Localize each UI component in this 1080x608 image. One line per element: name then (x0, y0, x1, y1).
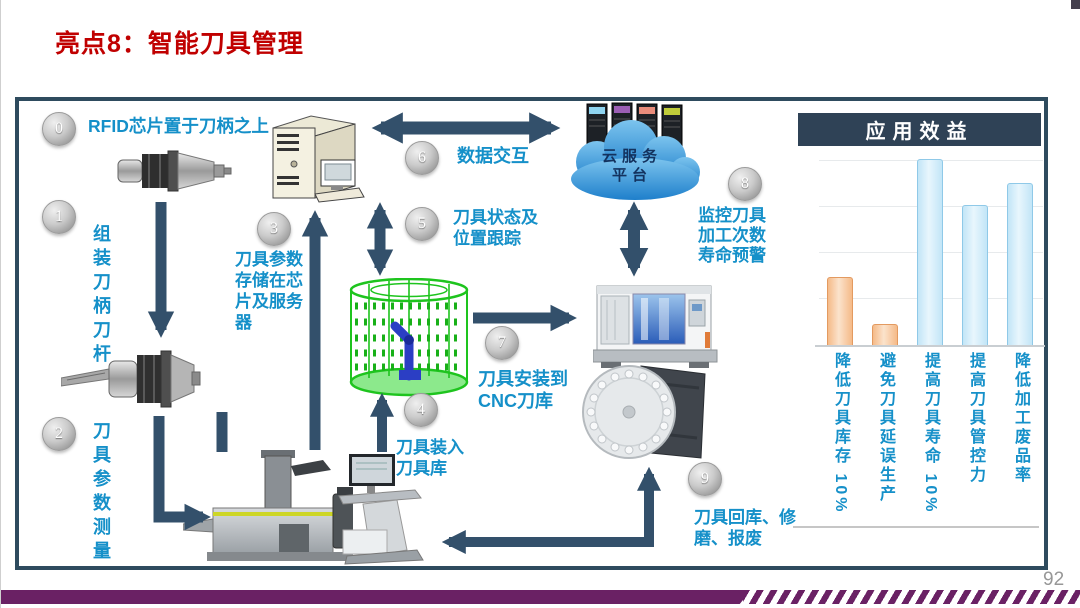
step-label-8: 监控刀具 加工次数 寿命预警 (698, 206, 766, 265)
chart-baseline (815, 345, 1045, 347)
tool-holder-drill-image (61, 340, 201, 420)
tool-magazine-image (347, 278, 471, 400)
step-number: 9 (701, 470, 709, 487)
step-number: 7 (498, 334, 506, 351)
step-circle-7: 7 (485, 326, 519, 360)
chart-category-labels: 降低刀具库存 10% 避免刀具延误生产 提高刀具寿命 10% 提高刀具管控力 降… (811, 352, 1043, 530)
chart-bar (917, 159, 943, 345)
step-label-9: 刀具回库、修 磨、报废 (694, 508, 796, 548)
cloud-platform-image (557, 100, 707, 202)
chart-category: 避免刀具延误生产 (877, 352, 894, 504)
step-circle-1: 1 (42, 200, 76, 234)
page-number: 92 (1043, 569, 1065, 590)
tool-presetter-image (183, 448, 353, 564)
chart-category: 降低刀具库存 10% (832, 352, 849, 515)
cloud-platform-label: 云服务 平台 (601, 148, 662, 184)
tool-disc-image (581, 362, 711, 464)
step-label-3: 刀具参数 存储在芯 片及服务 器 (235, 250, 303, 332)
step-number: 2 (55, 425, 63, 442)
chart-bar (872, 324, 898, 345)
step-label-7: 刀具安装到 CNC刀库 (478, 369, 568, 411)
step-number: 0 (55, 120, 63, 137)
step-label-0: RFID芯片置于刀柄之上 (88, 116, 269, 136)
step-label-6: 数据交互 (457, 146, 529, 166)
step-number: 8 (741, 175, 749, 192)
step-circle-5: 5 (405, 207, 439, 241)
step-number: 5 (418, 215, 426, 232)
step-number: 1 (55, 208, 63, 225)
step-label-4: 刀具装入 刀具库 (396, 438, 464, 478)
chart-title: 应用效益 (798, 113, 1041, 146)
step-circle-6: 6 (405, 141, 439, 175)
benefit-chart (811, 150, 1043, 345)
step-circle-4: 4 (404, 393, 438, 427)
tool-holder-image (116, 145, 236, 197)
step-circle-0: 0 (42, 112, 76, 146)
chart-category: 提高刀具管控力 (967, 352, 984, 485)
step-circle-9: 9 (688, 462, 722, 496)
bottom-bar (1, 590, 751, 604)
step-label-2: 刀具参数测量 (91, 421, 111, 565)
chart-category: 降低加工废品率 (1012, 352, 1029, 485)
step-number: 3 (270, 220, 278, 237)
chart-subline (793, 526, 1039, 528)
cloud-icon (571, 120, 700, 200)
step-circle-2: 2 (42, 417, 76, 451)
server-image (263, 108, 365, 208)
step-circle-3: 3 (257, 212, 291, 246)
chart-category: 提高刀具寿命 10% (922, 352, 939, 515)
step-label-1: 组装刀柄刀杆 (91, 224, 111, 368)
step-label-5: 刀具状态及 位置跟踪 (453, 208, 538, 248)
page-title: 亮点8：智能刀具管理 (55, 30, 304, 58)
step-number: 6 (418, 149, 426, 166)
bottom-bar-stripes (743, 590, 1080, 604)
chart-bar (827, 277, 853, 345)
workstation-cart-image (337, 452, 427, 566)
step-circle-8: 8 (728, 167, 762, 201)
robot-arm-icon (390, 321, 421, 381)
chart-bar (962, 205, 988, 345)
step-number: 4 (417, 401, 425, 418)
cnc-machine-image (593, 276, 721, 370)
chart-bar (1007, 183, 1033, 345)
corner-decoration (1071, 0, 1080, 9)
